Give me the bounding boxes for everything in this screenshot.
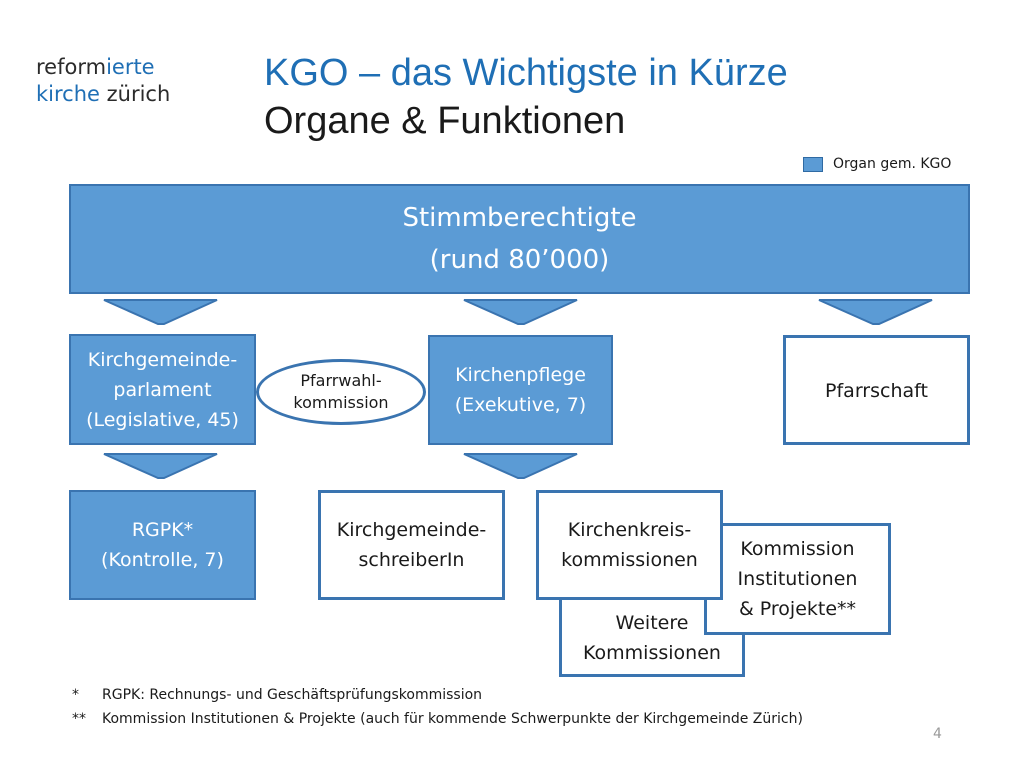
stimmberechtigte-count: (rund 80’000) xyxy=(429,245,610,275)
legend-swatch xyxy=(803,156,823,172)
arrow-to-kommissionen xyxy=(463,453,578,479)
kirchgemeindeparlament-line-2: parlament xyxy=(113,378,212,401)
kirchgemeindeschreiberin-box: Kirchgemeinde- schreiberIn xyxy=(318,490,505,600)
kirchenkreiskommissionen-line-1: Kirchenkreis- xyxy=(567,519,692,541)
kommission-institutionen-line-1: Kommission xyxy=(740,538,855,560)
legend-label: Organ gem. KGO xyxy=(833,156,952,172)
kirchgemeindeschreiberin-line-2: schreiberIn xyxy=(358,549,465,571)
logo-line-2: kirche zürich xyxy=(36,82,171,106)
weitere-kommissionen-line-2: Kommissionen xyxy=(583,642,721,664)
logo-line-1: reformierte xyxy=(36,55,155,79)
slide-title: KGO – das Wichtigste in Kürze xyxy=(264,52,788,94)
kirchenkreiskommissionen-line-2: kommissionen xyxy=(561,549,698,571)
kirchgemeindeparlament-line-1: Kirchgemeinde- xyxy=(87,348,238,371)
arrow-to-pfarrschaft xyxy=(818,299,933,325)
rgpk-line-2: (Kontrolle, 7) xyxy=(101,549,224,571)
kommission-institutionen-line-2: Institutionen xyxy=(737,568,858,590)
kirchenkreiskommissionen-box: Kirchenkreis- kommissionen xyxy=(536,490,723,600)
kirchgemeindeparlament-line-3: (Legislative, 45) xyxy=(86,408,239,431)
pfarrschaft-box: Pfarrschaft xyxy=(783,335,970,445)
kirchgemeindeparlament-box: Kirchgemeinde- parlament (Legislative, 4… xyxy=(69,334,256,445)
pfarrwahlkommission-line-1: Pfarrwahl- xyxy=(300,371,382,390)
page-number: 4 xyxy=(933,726,942,742)
arrow-to-parlament xyxy=(103,299,218,325)
arrow-to-kirchenpflege xyxy=(463,299,578,325)
footnote-2: ** Kommission Institutionen & Projekte (a… xyxy=(72,711,803,727)
pfarrschaft-label: Pfarrschaft xyxy=(825,380,928,402)
footnote-1: * RGPK: Rechnungs- und Geschäftsprüfungsk… xyxy=(72,687,482,703)
kirchgemeindeschreiberin-line-1: Kirchgemeinde- xyxy=(336,519,487,541)
kirchenpflege-box: Kirchenpflege (Exekutive, 7) xyxy=(428,335,613,445)
pfarrwahlkommission-line-2: kommission xyxy=(293,393,389,412)
kommission-institutionen-line-3: & Projekte** xyxy=(738,598,857,620)
stimmberechtigte-box: Stimmberechtigte (rund 80’000) xyxy=(69,184,970,294)
weitere-kommissionen-line-1: Weitere xyxy=(615,612,689,634)
footnote-1-mark: * xyxy=(72,687,79,703)
footnote-2-mark: ** xyxy=(72,711,86,727)
rgpk-box: RGPK* (Kontrolle, 7) xyxy=(69,490,256,600)
kirchenpflege-line-1: Kirchenpflege xyxy=(455,364,586,386)
arrow-to-rgpk xyxy=(103,453,218,479)
slide-subtitle: Organe & Funktionen xyxy=(264,100,626,142)
legend: Organ gem. KGO xyxy=(803,154,951,174)
logo: reformierte kirche zürich xyxy=(36,54,170,108)
pfarrwahlkommission-ellipse: Pfarrwahl- kommission xyxy=(256,359,426,425)
rgpk-line-1: RGPK* xyxy=(131,519,194,541)
footnote-2-text: Kommission Institutionen & Projekte (auc… xyxy=(102,711,803,727)
kirchenpflege-line-2: (Exekutive, 7) xyxy=(454,394,587,416)
footnote-1-text: RGPK: Rechnungs- und Geschäftsprüfungsko… xyxy=(102,687,483,703)
stimmberechtigte-label: Stimmberechtigte xyxy=(402,203,637,233)
kommission-institutionen-box: Kommission Institutionen & Projekte** xyxy=(704,523,891,635)
